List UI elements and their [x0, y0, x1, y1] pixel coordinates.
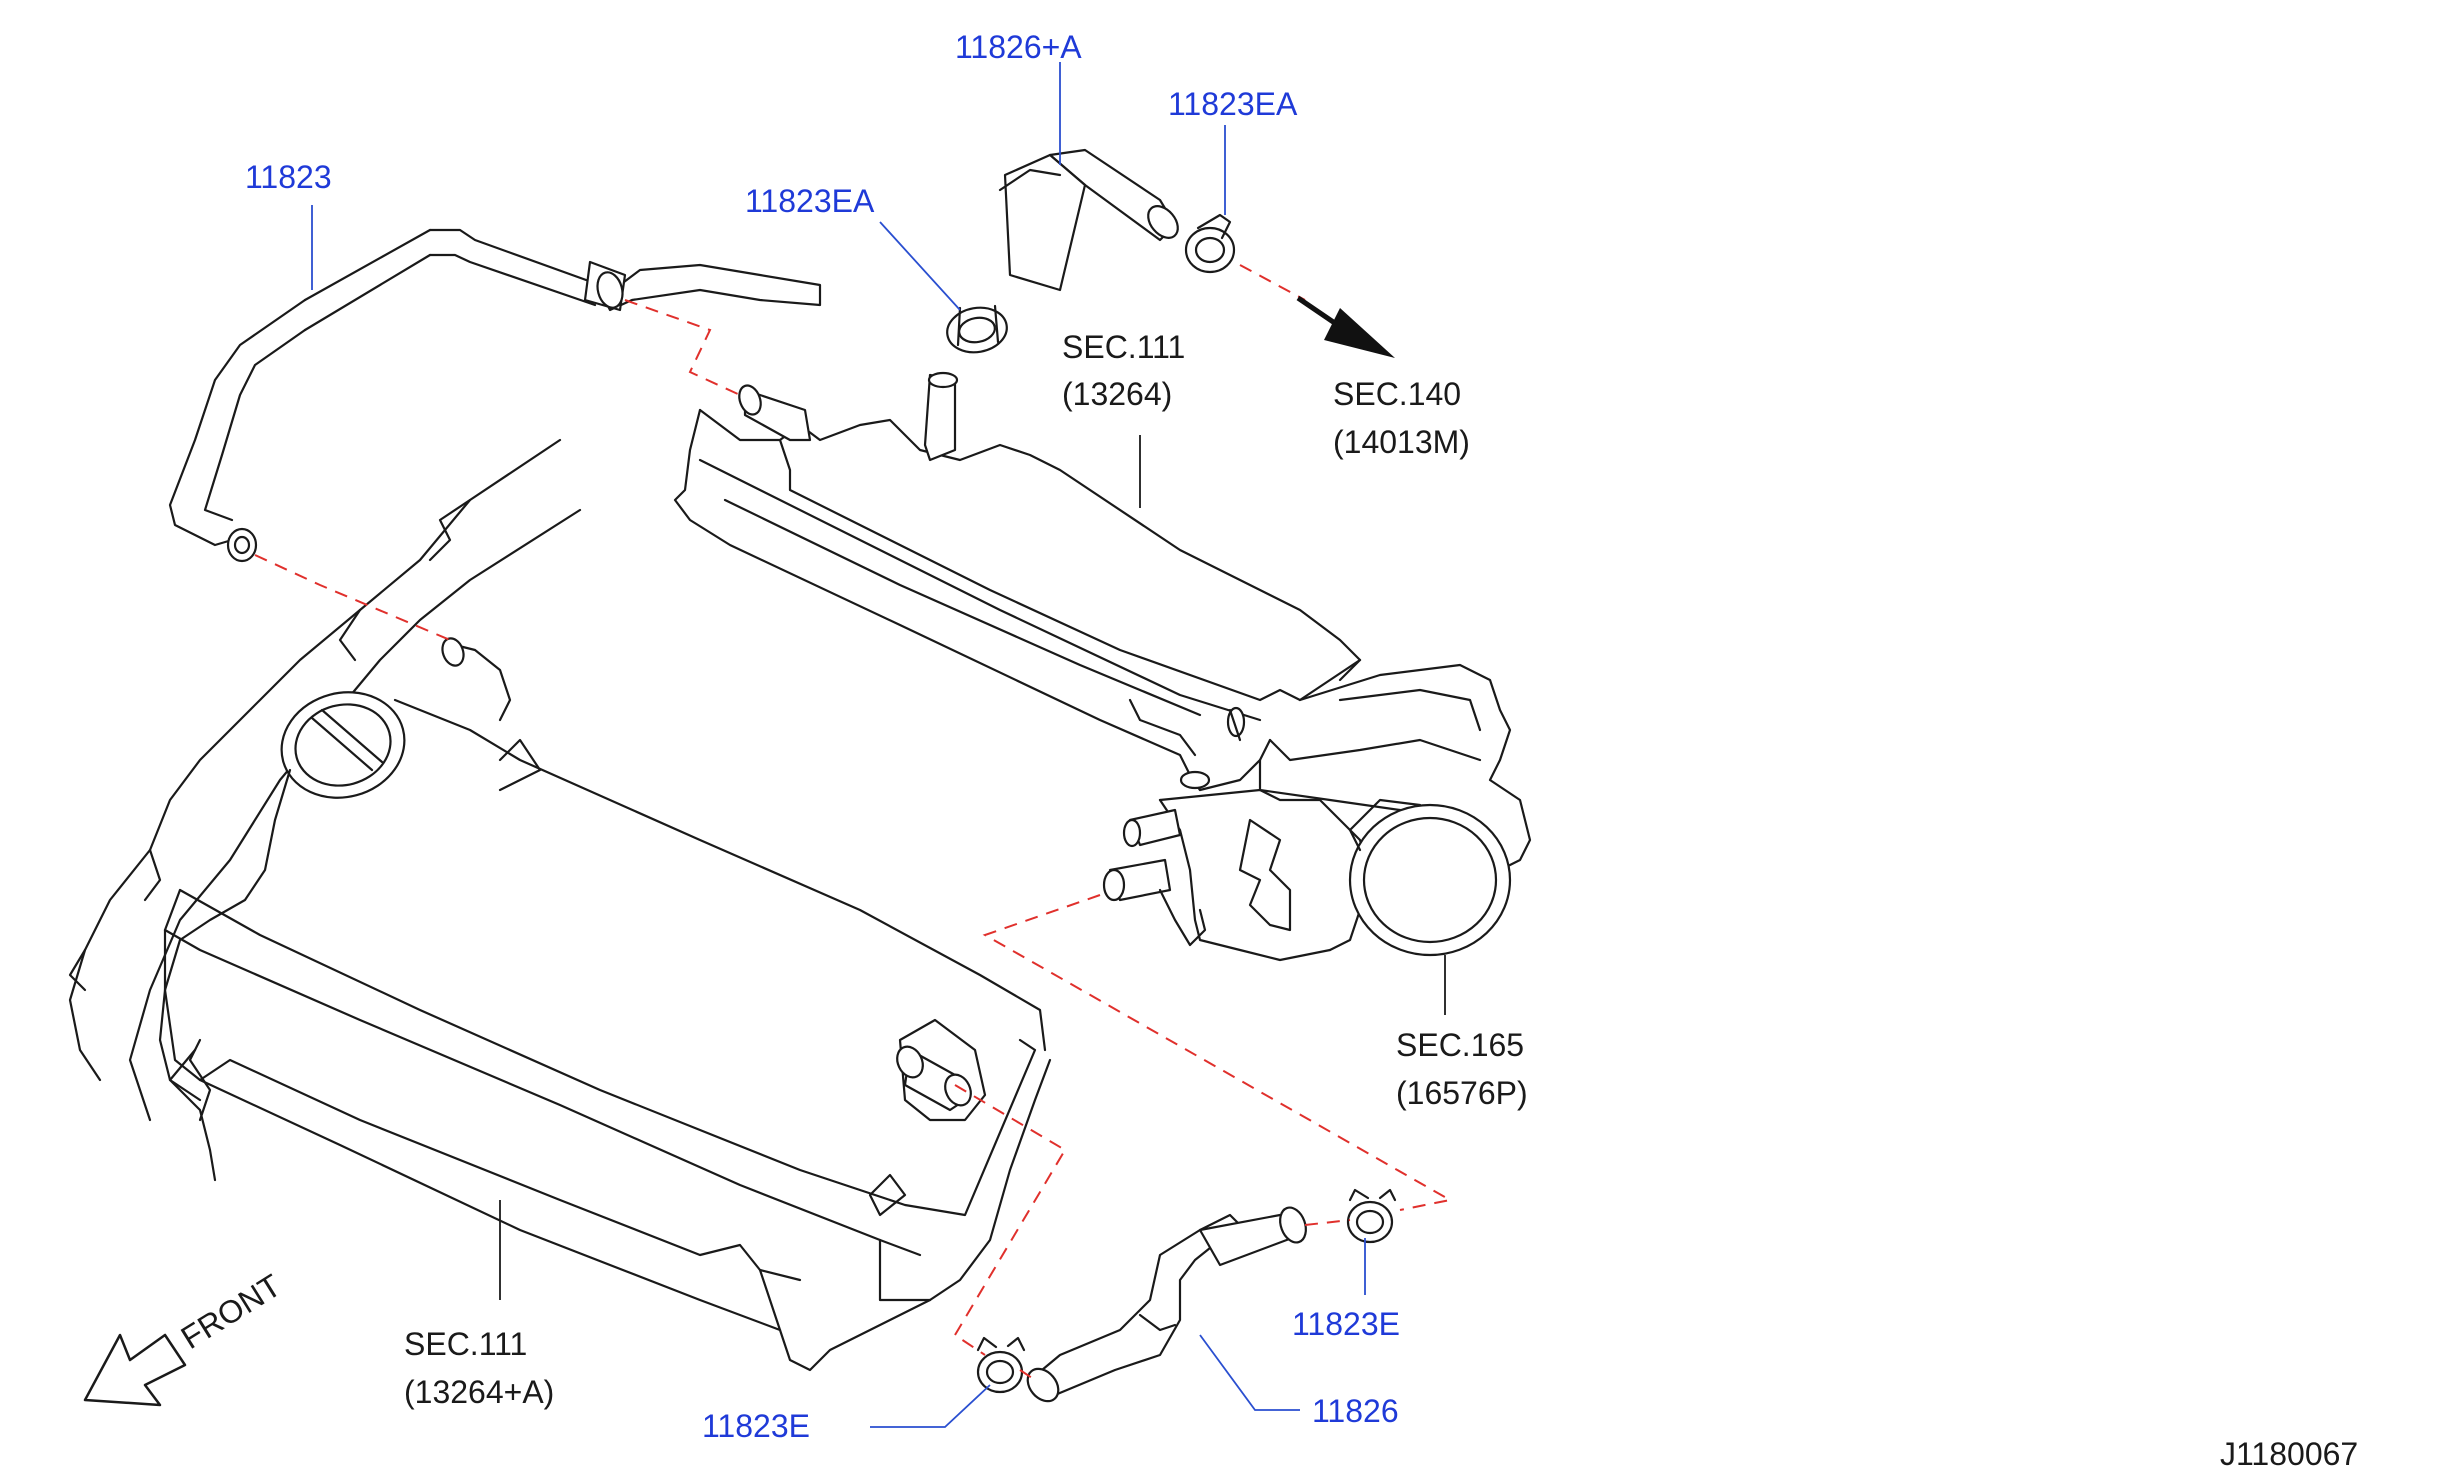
hose-11826: [1026, 1206, 1307, 1403]
sec165-code: (16576P): [1396, 1075, 1528, 1111]
sec165-sec: SEC.165: [1396, 1027, 1524, 1063]
arrow-to-sec140: [1296, 295, 1395, 358]
label-11823ea-top: 11823EA: [1168, 86, 1298, 122]
throttle-body: [1102, 663, 1532, 962]
label-11823ea-mid: 11823EA: [745, 183, 875, 219]
diagram-code: J1180067: [2220, 1436, 2358, 1472]
sec111-lower-sec: SEC.111: [404, 1326, 527, 1362]
sec140-sec: SEC.140: [1333, 376, 1461, 412]
rocker-cover-upper: [673, 371, 1362, 792]
hose-11823: [168, 228, 822, 563]
clamp-11823ea-top: [1184, 213, 1236, 274]
sec111-lower-code: (13264+A): [404, 1374, 554, 1410]
sec140-code: (14013M): [1333, 424, 1470, 460]
rocker-cover-lower: [158, 637, 1052, 1372]
phantom-lines: [254, 264, 1453, 1381]
label-11823e-bottom: 11823E: [702, 1408, 810, 1444]
label-11826a: 11826+A: [955, 29, 1082, 65]
label-11823: 11823: [245, 159, 332, 195]
clamp-11823e-bottom: [976, 1336, 1026, 1394]
front-label: FRONT: [175, 1267, 288, 1356]
engine-block-outline: [68, 438, 582, 1182]
leader-lines: [311, 62, 1446, 1428]
sec111-upper-code: (13264): [1062, 376, 1172, 412]
label-11823e-right: 11823E: [1292, 1306, 1400, 1342]
label-11826: 11826: [1312, 1393, 1399, 1429]
clamp-11823e-right: [1346, 1188, 1397, 1244]
sec111-upper-sec: SEC.111: [1062, 329, 1185, 365]
front-arrow-icon: [83, 1333, 187, 1407]
hose-11826a: [998, 148, 1179, 292]
clamp-11823ea-mid: [946, 304, 1008, 354]
